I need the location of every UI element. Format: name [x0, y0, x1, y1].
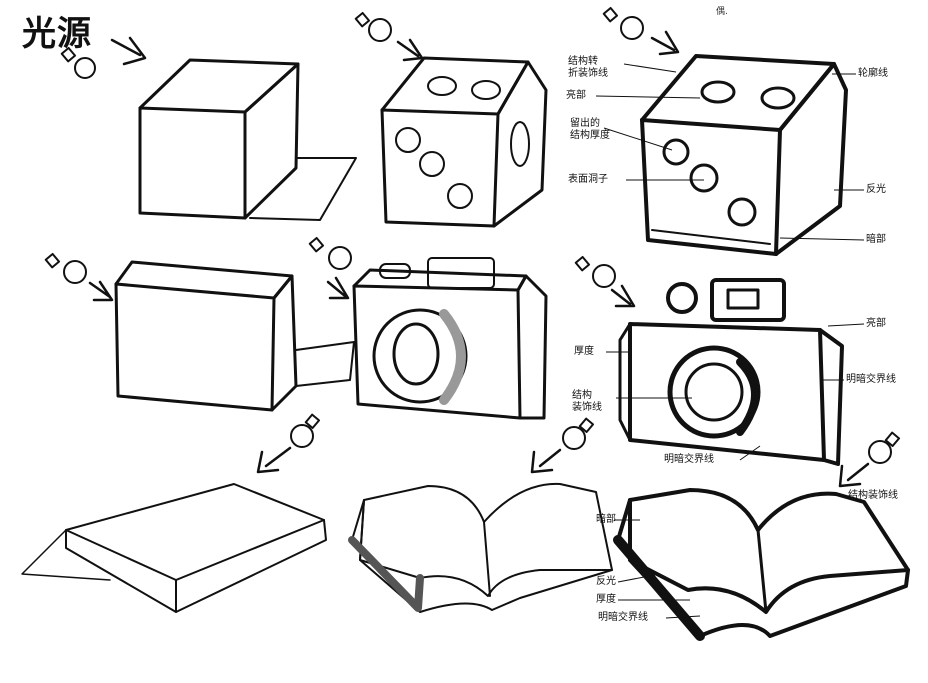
detailed-open-book-drawing — [613, 488, 910, 641]
leader-lines — [595, 63, 865, 619]
light-bulb-icon — [290, 413, 321, 448]
label-light-dark-boundary: 明暗交界线 — [846, 374, 896, 385]
camera-drawing — [352, 257, 548, 420]
arrow-icon — [256, 446, 292, 474]
arrow-icon — [650, 30, 680, 56]
label-structural-decor-line: 结构装饰线 — [848, 490, 898, 501]
page-title: 光源 — [22, 14, 92, 54]
label-dark-part: 暗部 — [596, 514, 616, 525]
open-book-drawing — [348, 482, 613, 613]
arrow-icon — [530, 448, 562, 474]
label-highlight: 亮部 — [566, 90, 586, 101]
arrow-icon — [610, 284, 636, 308]
corner-note: 偶. — [716, 7, 728, 17]
light-bulb-icon — [308, 236, 352, 270]
label-thickness: 厚度 — [574, 346, 594, 357]
arrow-icon — [396, 38, 424, 62]
light-bulb-icon — [562, 417, 595, 450]
label-reflected-light: 反光 — [596, 576, 616, 587]
light-bulb-icon — [44, 252, 87, 284]
label-contour-line: 轮廓线 — [858, 68, 888, 79]
label-highlight: 亮部 — [866, 318, 886, 329]
closed-book-drawing — [21, 483, 327, 613]
cube-drawing — [138, 58, 357, 221]
dice-drawing — [380, 56, 548, 228]
label-surface-hole: 表面洞子 — [568, 174, 608, 185]
arrow-icon — [110, 36, 147, 66]
label-thickness: 厚度 — [596, 594, 616, 605]
arrow-icon — [88, 280, 114, 302]
detailed-camera-drawing — [618, 278, 844, 466]
light-bulb-icon — [60, 46, 96, 79]
arrow-icon — [838, 462, 870, 488]
light-bulb-icon — [574, 255, 616, 288]
arrow-icon — [326, 276, 350, 300]
detailed-dice-drawing — [640, 54, 848, 256]
label-dark-part: 暗部 — [866, 234, 886, 245]
label-reflected-light: 反光 — [866, 184, 886, 195]
label-hole-thickness: 留出的 结构厚度 — [570, 118, 610, 141]
label-structural-fold-line: 结构转 折装饰线 — [568, 56, 608, 79]
label-structural-decor-line: 结构 装饰线 — [572, 390, 602, 413]
box-drawing — [114, 260, 355, 412]
label-light-dark-boundary: 明暗交界线 — [598, 612, 648, 623]
light-bulb-icon — [602, 6, 644, 40]
label-light-dark-boundary: 明暗交界线 — [664, 454, 714, 465]
light-bulb-icon — [868, 431, 901, 464]
light-bulb-icon — [354, 11, 392, 42]
